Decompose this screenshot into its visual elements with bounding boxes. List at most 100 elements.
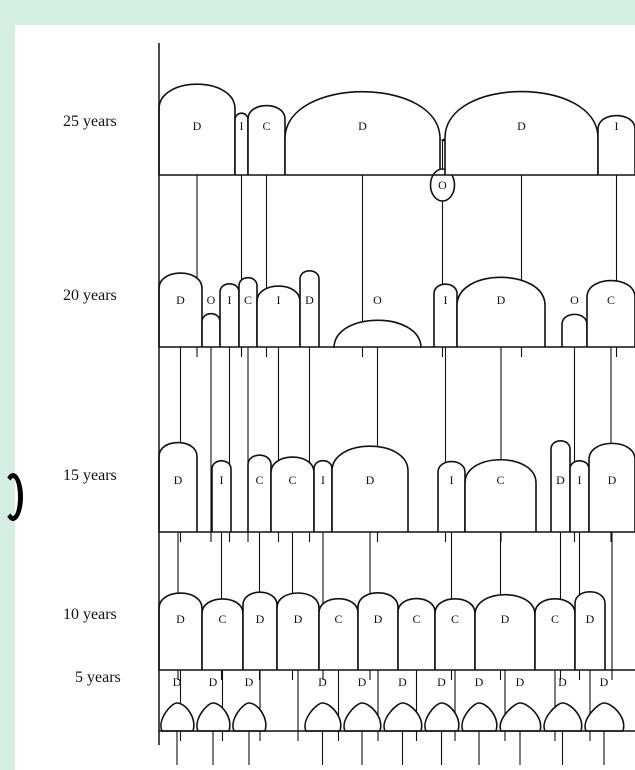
age-labels: 25 years 20 years 15 years 10 years 5 ye… xyxy=(63,113,121,686)
tooth-outline xyxy=(161,703,194,731)
tooth-outline xyxy=(197,703,230,731)
tooth-label: D xyxy=(256,612,265,626)
tooth-outline xyxy=(159,593,202,670)
tooth-outline xyxy=(305,703,341,731)
tooth-outline xyxy=(239,278,257,347)
age-label-5: 5 years xyxy=(75,669,121,686)
tooth-outline xyxy=(587,281,635,347)
tooth-label: C xyxy=(255,473,263,487)
tooth-rows: DICDODIDOICIDOIDOCDICCIDICDIDDCDDCDCCDCD… xyxy=(159,84,635,731)
tooth-label: C xyxy=(262,119,270,133)
tooth-outline xyxy=(344,703,381,731)
tooth-label: D xyxy=(176,612,185,626)
tooth-outline xyxy=(332,446,408,532)
tooth-label: D xyxy=(437,675,446,689)
tooth-outline xyxy=(398,599,435,670)
tooth-label: O xyxy=(570,293,579,307)
tooth-label: C xyxy=(218,612,226,626)
tooth-outline xyxy=(465,460,536,532)
tooth-outline xyxy=(445,92,598,175)
tooth-outline xyxy=(285,92,440,175)
tooth-label: I xyxy=(615,119,619,133)
tooth-label: C xyxy=(451,612,459,626)
tooth-label: C xyxy=(551,612,559,626)
tooth-outline xyxy=(425,703,459,731)
tooth-outline xyxy=(243,592,277,670)
tooth-label: D xyxy=(176,293,185,307)
tooth-outline xyxy=(562,314,587,347)
tooth-label: D xyxy=(516,675,525,689)
tooth-label: D xyxy=(245,675,254,689)
tooth-outline xyxy=(233,703,266,731)
tooth-label: D xyxy=(497,293,506,307)
tooth-outline xyxy=(475,595,535,670)
tooth-label: I xyxy=(228,293,232,307)
tooth-label: C xyxy=(334,612,342,626)
tooth-label: O xyxy=(207,293,216,307)
tooth-outline xyxy=(271,457,314,532)
tooth-label: D xyxy=(193,119,202,133)
tooth-label: D xyxy=(358,675,367,689)
tooth-outline xyxy=(544,703,582,731)
tooth-label: I xyxy=(321,473,325,487)
tooth-label: D xyxy=(305,293,314,307)
tooth-label: D xyxy=(209,675,218,689)
tooth-outline xyxy=(535,599,575,670)
age-label-20: 20 years xyxy=(63,287,117,304)
age-label-15: 15 years xyxy=(63,467,117,484)
tooth-label: D xyxy=(517,119,526,133)
tooth-outline xyxy=(248,455,271,532)
tooth-label: D xyxy=(501,612,510,626)
tooth-label: D xyxy=(600,675,609,689)
tooth-outline xyxy=(575,592,605,670)
tooth-label: I xyxy=(277,293,281,307)
tooth-label: D xyxy=(558,675,567,689)
tooth-label: D xyxy=(174,473,183,487)
tooth-label: D xyxy=(366,473,375,487)
tooth-outline xyxy=(314,461,332,532)
tooth-outline xyxy=(585,703,624,731)
tooth-label: C xyxy=(244,293,252,307)
tooth-label: D xyxy=(608,473,617,487)
tooth-outline xyxy=(202,314,220,347)
tooth-label: C xyxy=(607,293,615,307)
tooth-label: I xyxy=(578,473,582,487)
age-label-10: 10 years xyxy=(63,606,117,623)
age-label-25: 25 years xyxy=(63,113,117,130)
tooth-label: D xyxy=(318,675,327,689)
tooth-outline xyxy=(159,273,202,347)
tooth-outline xyxy=(248,106,285,175)
tooth-label: D xyxy=(475,675,484,689)
tooth-label: I xyxy=(240,119,244,133)
tooth-outline xyxy=(358,593,398,670)
tooth-outline xyxy=(300,271,319,347)
tooth-label: C xyxy=(412,612,420,626)
tooth-label: D xyxy=(398,675,407,689)
tooth-label: D xyxy=(556,473,565,487)
tooth-outline xyxy=(462,703,497,731)
tooth-outline xyxy=(334,320,421,348)
tooth-label: I xyxy=(220,473,224,487)
tooth-label: I xyxy=(444,293,448,307)
tooth-outline xyxy=(589,443,635,532)
tooth-label: D xyxy=(374,612,383,626)
tooth-label: O xyxy=(438,178,447,192)
tooth-label: D xyxy=(586,612,595,626)
tooth-outline xyxy=(570,461,589,532)
tooth-label: D xyxy=(173,675,182,689)
tooth-outline xyxy=(202,599,243,670)
tooth-label: C xyxy=(496,473,504,487)
tooth-label: O xyxy=(373,293,382,307)
tooth-label: C xyxy=(288,473,296,487)
tooth-outline xyxy=(319,599,358,670)
tooth-outline xyxy=(159,443,197,532)
tooth-outline xyxy=(277,593,319,670)
tooth-label: D xyxy=(358,119,367,133)
tooth-outline xyxy=(500,703,540,731)
